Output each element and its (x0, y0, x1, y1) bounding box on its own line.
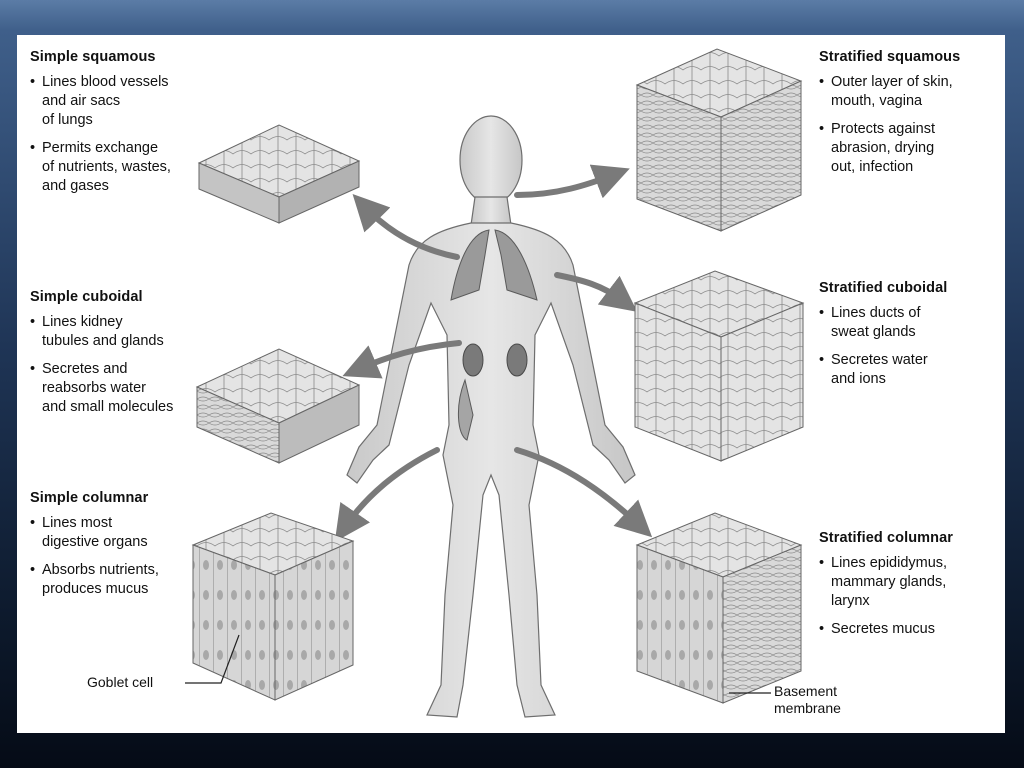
panel-title: Simple squamous (30, 49, 156, 65)
panel-simple-columnar: Simple columnar Lines most digestive org… (30, 490, 210, 608)
panel-simple-cuboidal: Simple cuboidal Lines kidney tubules and… (30, 289, 220, 426)
basement-membrane-label: Basement membrane (774, 683, 841, 716)
kidney-left (462, 343, 484, 377)
bullet: Lines blood vessels and air sacs of lung… (30, 73, 210, 130)
lungs (450, 229, 538, 301)
stratified-columnar-block (635, 512, 803, 704)
bullet: Secretes water and ions (819, 351, 999, 389)
simple-squamous-block (197, 124, 361, 224)
stratified-squamous-block (635, 48, 803, 232)
bullet: Protects against abrasion, drying out, i… (819, 120, 999, 177)
arrows (334, 164, 653, 542)
stratified-cuboidal-block (633, 270, 805, 462)
panel-stratified-columnar: Stratified columnar Lines epididymus, ma… (819, 530, 999, 648)
bullet: Lines kidney tubules and glands (30, 313, 220, 351)
slide: Simple squamous Lines blood vessels and … (17, 35, 1005, 733)
panel-title: Stratified squamous (819, 49, 961, 65)
panel-title: Simple cuboidal (30, 289, 143, 305)
panel-title: Stratified cuboidal (819, 280, 948, 296)
panel-stratified-cuboidal: Stratified cuboidal Lines ducts of sweat… (819, 280, 999, 398)
goblet-cell-label: Goblet cell (87, 674, 154, 690)
bullet: Lines epididymus, mammary glands, larynx (819, 554, 999, 611)
bullet: Secretes and reabsorbs water and small m… (30, 360, 220, 417)
bullet: Secretes mucus (819, 620, 999, 639)
panel-title: Simple columnar (30, 490, 149, 506)
bullet: Permits exchange of nutrients, wastes, a… (30, 139, 210, 196)
kidney-right (506, 343, 528, 377)
bullet: Lines most digestive organs (30, 514, 210, 552)
bullet: Outer layer of skin, mouth, vagina (819, 73, 999, 111)
diagram-art (185, 48, 805, 718)
digestive-tract (457, 378, 474, 441)
panel-simple-squamous: Simple squamous Lines blood vessels and … (30, 49, 210, 205)
bullet: Lines ducts of sweat glands (819, 304, 999, 342)
panel-stratified-squamous: Stratified squamous Outer layer of skin,… (819, 49, 999, 186)
panel-title: Stratified columnar (819, 530, 954, 546)
simple-columnar-block (191, 512, 355, 701)
bullet: Absorbs nutrients, produces mucus (30, 561, 210, 599)
simple-cuboidal-block (195, 348, 361, 464)
goblet-cell-leader (185, 634, 240, 684)
human-figure (346, 115, 636, 718)
